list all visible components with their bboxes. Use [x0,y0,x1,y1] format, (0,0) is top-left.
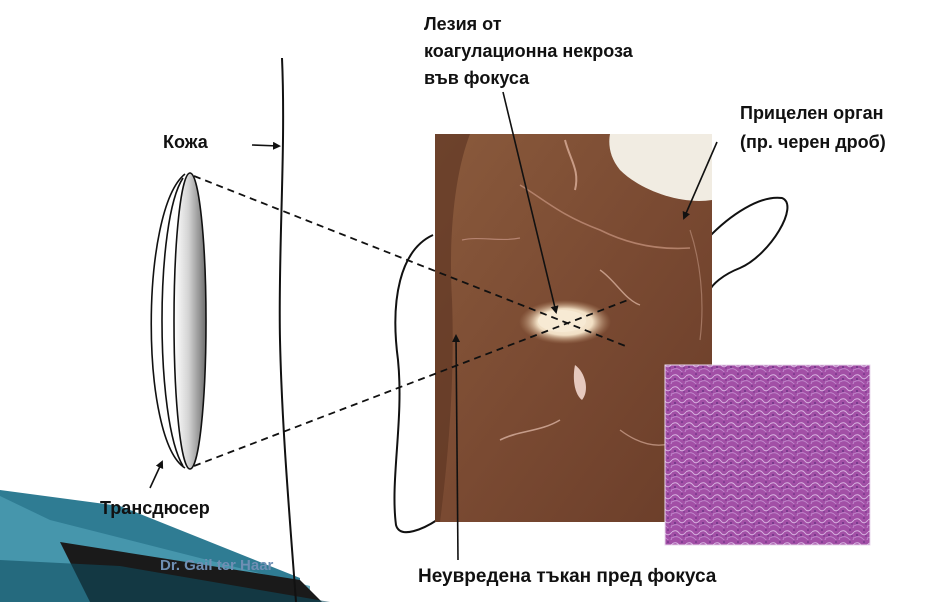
undamaged-tissue-label: Неувредена тъкан пред фокуса [418,566,717,587]
necrosis-lesion [538,310,586,332]
skin-arrow [252,145,279,146]
lens-transducer-icon [151,173,206,469]
transducer-arrow [150,462,162,488]
target-organ-label-line2: (пр. черен дроб) [740,132,886,152]
image-credit: Dr. Gail ter Haar [160,557,274,574]
skin-label: Кожа [163,132,209,152]
lesion-label-line1: Лезия от [424,14,502,34]
lesion-label-line3: във фокуса [424,68,530,88]
histology-inset [665,365,870,545]
target-organ-label-line1: Прицелен орган [740,103,884,123]
lesion-label-line2: коагулационна некроза [424,41,634,61]
transducer-label: Трансдюсер [100,498,210,518]
organ-outline [394,235,437,532]
organ-outline-right [708,198,787,290]
skin-line [280,58,296,602]
